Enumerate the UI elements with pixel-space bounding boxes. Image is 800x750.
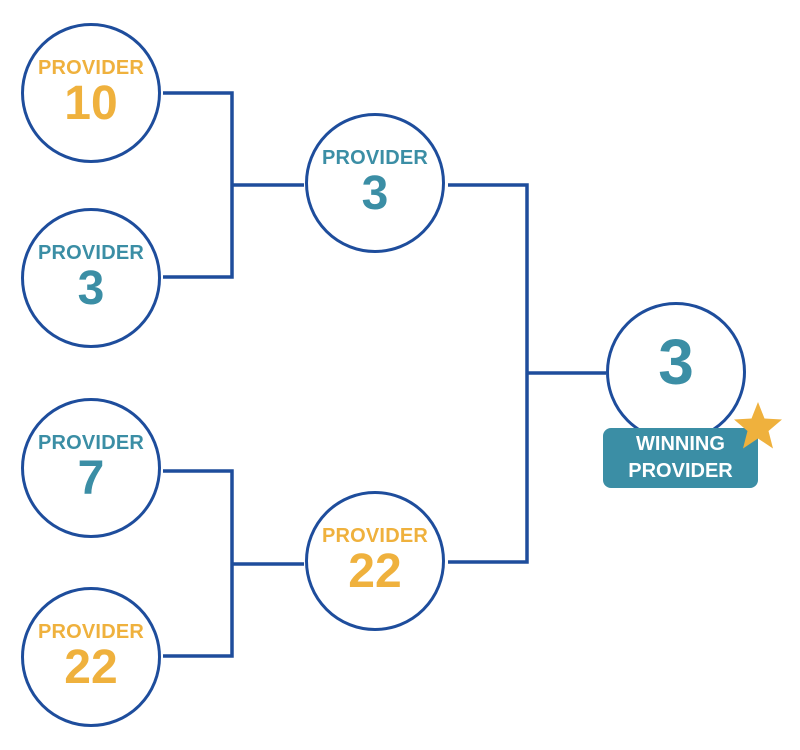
winner-number: 3 [658,326,694,398]
provider-node-r1-3: PROVIDER 7 [21,398,161,538]
badge-line-2: PROVIDER [628,460,733,482]
provider-node-r2-2: PROVIDER 22 [305,491,445,631]
provider-node-r2-1: PROVIDER 3 [305,113,445,253]
provider-number: 22 [348,545,402,598]
provider-number: 7 [77,452,105,505]
connector-r2 [448,183,529,564]
provider-number: 3 [77,262,105,315]
provider-label: PROVIDER [37,621,145,643]
badge-line-1: WINNING [636,433,725,455]
provider-node-r1-4: PROVIDER 22 [21,587,161,727]
connector-r1-top [163,91,234,279]
provider-number: 22 [64,641,118,694]
star-icon [734,402,782,449]
winning-provider-badge: WINNING PROVIDER [603,428,758,488]
provider-number: 3 [361,167,389,220]
provider-label: PROVIDER [37,432,145,454]
provider-node-r1-2: PROVIDER 3 [21,208,161,348]
provider-number: 10 [64,77,118,130]
provider-label: PROVIDER [37,57,145,79]
provider-label: PROVIDER [321,147,429,169]
provider-node-r1-1: PROVIDER 10 [21,23,161,163]
provider-label: PROVIDER [37,242,145,264]
connector-r1-bottom [163,469,234,658]
provider-label: PROVIDER [321,525,429,547]
winner-node: 3 [606,302,746,442]
